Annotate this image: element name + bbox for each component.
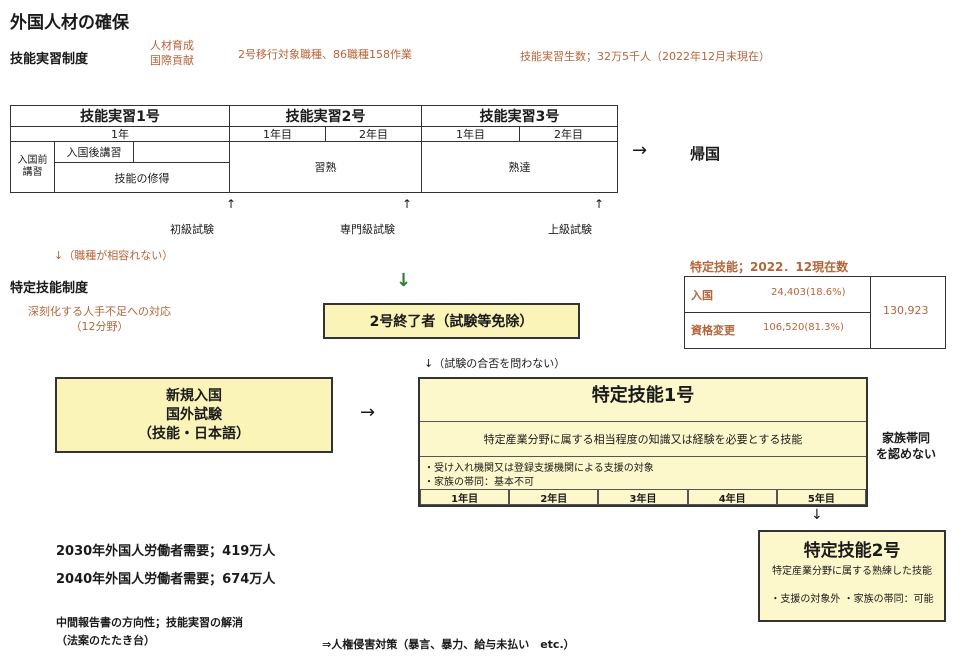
purpose-line2: 国際貢献 bbox=[150, 54, 194, 67]
ginou-heading: 技能実習制度 bbox=[10, 52, 89, 67]
interim-measures: ⇒人権侵害対策（暴言、暴力、給与未払い etc.） bbox=[322, 638, 575, 651]
year-cell: 5年目 bbox=[776, 489, 867, 505]
skill2-note: ・支援の対象外 ・家族の帯同：可能 bbox=[770, 594, 934, 605]
skill2-down-arrow: ↓ bbox=[811, 507, 823, 523]
new-entry-line2: 国外試験 bbox=[166, 406, 222, 423]
exam3: 上級試験 bbox=[548, 223, 592, 236]
exam1: 初級試験 bbox=[170, 223, 214, 236]
exam2: 専門級試験 bbox=[340, 223, 395, 236]
row2-label: 資格変更 bbox=[691, 324, 735, 337]
purpose-text: 人材育成 国際貢献 bbox=[150, 38, 194, 68]
response-line1: 深刻化する人手不足への対応 bbox=[28, 305, 171, 318]
new-entry-box: 新規入国 国外試験 （技能・日本語） bbox=[55, 377, 333, 453]
skill1-bullet2: ・家族の帯同：基本不可 bbox=[424, 477, 534, 488]
page-title: 外国人材の確保 bbox=[10, 13, 129, 33]
transition-note: 2号移行対象職種、86職種158作業 bbox=[238, 48, 412, 61]
row1-value: 24,403(18.6%) bbox=[771, 287, 846, 298]
tokutei-response: 深刻化する人手不足への対応 （12分野） bbox=[28, 304, 171, 334]
family-note: 家族帯同 を認めない bbox=[876, 430, 936, 462]
new-entry-line3: （技能・日本語） bbox=[138, 425, 250, 442]
exam1-arrow: ↑ bbox=[226, 197, 237, 211]
stats-total: 130,923 bbox=[883, 304, 929, 317]
new-entry-line1: 新規入国 bbox=[166, 387, 222, 404]
pre-lecture: 入国前講習 bbox=[10, 141, 55, 193]
post-lecture: 入国後講習 bbox=[54, 141, 134, 163]
skill1-desc: 特定産業分野に属する相当程度の知識又は経験を必要とする技能 bbox=[420, 421, 866, 457]
row1-label: 入国 bbox=[691, 289, 713, 302]
blank-cell bbox=[133, 141, 230, 163]
green-down-arrow: ↓ bbox=[396, 270, 412, 291]
h1-label: 技能実習1号 bbox=[10, 105, 230, 127]
skill1-box: 特定技能1号 特定産業分野に属する相当程度の知識又は経験を必要とする技能 ・受け… bbox=[418, 377, 868, 507]
students-count: 技能実習生数；32万5千人（2022年12月末現在） bbox=[520, 50, 770, 63]
incompatible-note: ↓（職種が相容れない） bbox=[54, 249, 174, 262]
demand-2040: 2040年外国人労働者需要；674万人 bbox=[56, 572, 276, 587]
stats-row1: 入国 24,403(18.6%) bbox=[685, 277, 871, 313]
exam-note: ↓（試験の合否を問わない） bbox=[424, 357, 566, 370]
skill1-title: 特定技能1号 bbox=[591, 385, 695, 406]
stats-title: 特定技能；2022．12現在数 bbox=[690, 260, 849, 274]
skill2-box: 特定技能2号 特定産業分野に属する熟練した技能 ・支援の対象外 ・家族の帯同：可… bbox=[758, 530, 946, 622]
proficiency: 習熟 bbox=[229, 141, 422, 193]
demand-2030: 2030年外国人労働者需要；419万人 bbox=[56, 544, 276, 559]
year-cell: 4年目 bbox=[687, 489, 777, 505]
year-cell: 2年目 bbox=[509, 489, 599, 505]
return-home: 帰国 bbox=[690, 145, 721, 163]
purpose-line1: 人材育成 bbox=[150, 39, 194, 52]
h3-year2: 2年目 bbox=[519, 126, 618, 142]
h2-year2: 2年目 bbox=[325, 126, 422, 142]
h2-label: 技能実習2号 bbox=[229, 105, 422, 127]
stats-table: 入国 24,403(18.6%) 資格変更 106,520(81.3%) 130… bbox=[684, 276, 946, 349]
skill1-bullet1: ・受け入れ機関又は登録支援機関による支援の対象 bbox=[424, 463, 654, 474]
skill2-desc: 特定産業分野に属する熟練した技能 bbox=[772, 566, 932, 577]
training-diagram: 技能実習1号 技能実習2号 技能実習3号 1年 1年目 2年目 1年目 2年目 … bbox=[10, 105, 618, 193]
exam2-arrow: ↑ bbox=[402, 197, 413, 211]
completed-box: 2号終了者（試験等免除） bbox=[323, 303, 580, 339]
exam3-arrow: ↑ bbox=[594, 197, 605, 211]
skill-acquire: 技能の修得 bbox=[54, 162, 230, 193]
interim-line2: （法案のたたき台） bbox=[56, 634, 155, 647]
family-line2: を認めない bbox=[876, 447, 937, 461]
skill2-title: 特定技能2号 bbox=[803, 541, 901, 561]
year-cell: 1年目 bbox=[420, 489, 510, 505]
h3-label: 技能実習3号 bbox=[421, 105, 618, 127]
mastery: 熟達 bbox=[421, 141, 618, 193]
row2-value: 106,520(81.3%) bbox=[763, 322, 844, 333]
h2-year1: 1年目 bbox=[229, 126, 326, 142]
year1-label: 1年 bbox=[10, 126, 230, 142]
family-line1: 家族帯同 bbox=[882, 431, 931, 445]
response-line2: （12分野） bbox=[70, 320, 129, 333]
interim-line1: 中間報告書の方向性；技能実習の解消 bbox=[56, 616, 243, 629]
year-cell: 3年目 bbox=[598, 489, 688, 505]
tokutei-heading: 特定技能制度 bbox=[10, 281, 89, 296]
skill1-years: 1年目 2年目 3年目 4年目 5年目 bbox=[420, 489, 867, 505]
return-arrow: → bbox=[632, 140, 648, 161]
stats-row2: 資格変更 106,520(81.3%) bbox=[685, 312, 871, 348]
mid-arrow: → bbox=[360, 402, 376, 423]
h3-year1: 1年目 bbox=[421, 126, 520, 142]
